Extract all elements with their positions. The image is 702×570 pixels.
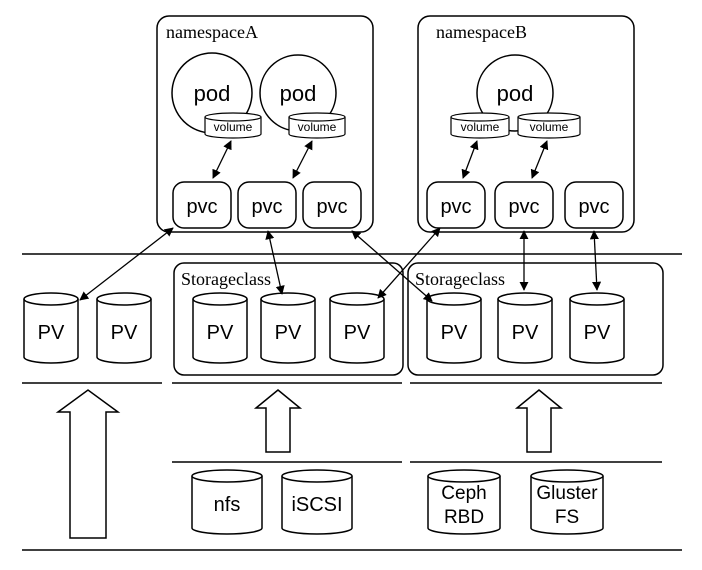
connector-pvc-a2-pv-4 xyxy=(265,230,285,295)
pv-3-label: PV xyxy=(207,322,234,344)
namespace-b-label: namespaceB xyxy=(436,22,527,42)
backend-ceph-rbd: Ceph RBD xyxy=(427,469,501,535)
storageclass-right-label: Storageclass xyxy=(415,269,505,289)
connector-pvc-b1-pv-5 xyxy=(377,227,441,299)
pv-cylinder-7: PV xyxy=(497,292,553,364)
storageclass-left-label: Storageclass xyxy=(181,269,271,289)
volume-a2: volume xyxy=(288,112,346,139)
up-arrow-middle xyxy=(253,389,303,453)
connector-volume-a2-pvc-a2 xyxy=(292,140,313,179)
backend-iscsi: iSCSI xyxy=(281,469,353,535)
backend-gluster-fs: Gluster FS xyxy=(530,469,604,535)
pv-4-label: PV xyxy=(275,322,302,344)
pv-cylinder-4: PV xyxy=(260,292,316,364)
pvc-a1-label: pvc xyxy=(186,196,217,218)
connector-volume-b1-pvc-b1 xyxy=(461,140,479,179)
pvc-a2: pvc xyxy=(237,181,297,229)
volume-a2-label: volume xyxy=(298,120,337,134)
connector-volume-b2-pvc-b2 xyxy=(530,140,549,179)
up-arrow-large xyxy=(55,389,121,539)
pvc-b1: pvc xyxy=(426,181,486,229)
pvc-a3: pvc xyxy=(302,181,362,229)
pvc-b2-label: pvc xyxy=(508,196,539,218)
pvc-b3-label: pvc xyxy=(578,196,609,218)
volume-a1-label: volume xyxy=(214,120,253,134)
pv-8-label: PV xyxy=(584,322,611,344)
volume-b1: volume xyxy=(450,112,510,139)
pv-1-label: PV xyxy=(38,322,65,344)
pv-cylinder-2: PV xyxy=(96,292,152,364)
pod-a2-label: pod xyxy=(280,81,317,106)
pv-2-label: PV xyxy=(111,322,138,344)
pv-cylinder-3: PV xyxy=(192,292,248,364)
connector-pvc-a1-pv-2 xyxy=(79,227,174,301)
pv-cylinder-6: PV xyxy=(426,292,482,364)
backend-iscsi-label: iSCSI xyxy=(291,494,342,516)
backend-gluster-label-line2: FS xyxy=(555,507,579,528)
pv-cylinder-5: PV xyxy=(329,292,385,364)
volume-b2: volume xyxy=(517,112,581,139)
pvc-b3: pvc xyxy=(564,181,624,229)
namespace-a-label: namespaceA xyxy=(166,22,258,42)
pv-6-label: PV xyxy=(441,322,468,344)
backend-gluster-label-line1: Gluster xyxy=(536,483,598,504)
pvc-a2-label: pvc xyxy=(251,196,282,218)
pvc-a3-label: pvc xyxy=(316,196,347,218)
up-arrow-right xyxy=(514,389,564,453)
connector-volume-a1-pvc-a1 xyxy=(212,140,232,179)
pv-7-label: PV xyxy=(512,322,539,344)
backend-ceph-label-line2: RBD xyxy=(444,507,484,528)
backend-nfs-label: nfs xyxy=(214,494,241,516)
connector-pvc-a3-pv-6 xyxy=(351,230,433,302)
pvc-a1: pvc xyxy=(172,181,232,229)
pod-b: pod xyxy=(476,54,554,132)
storageclass-left: Storageclass xyxy=(173,262,404,376)
pv-cylinder-8: PV xyxy=(569,292,625,364)
volume-b2-label: volume xyxy=(530,120,569,134)
pod-b-label: pod xyxy=(497,81,534,106)
backend-ceph-label-line1: Ceph xyxy=(441,483,486,504)
pod-a1-label: pod xyxy=(194,81,231,106)
pv-cylinder-1: PV xyxy=(23,292,79,364)
volume-a1: volume xyxy=(204,112,262,139)
pvc-b1-label: pvc xyxy=(440,196,471,218)
backend-nfs: nfs xyxy=(191,469,263,535)
pv-5-label: PV xyxy=(344,322,371,344)
volume-b1-label: volume xyxy=(461,120,500,134)
namespace-a: namespaceA xyxy=(156,15,374,233)
connector-pvc-b3-pv-8 xyxy=(589,230,602,291)
pvc-b2: pvc xyxy=(494,181,554,229)
